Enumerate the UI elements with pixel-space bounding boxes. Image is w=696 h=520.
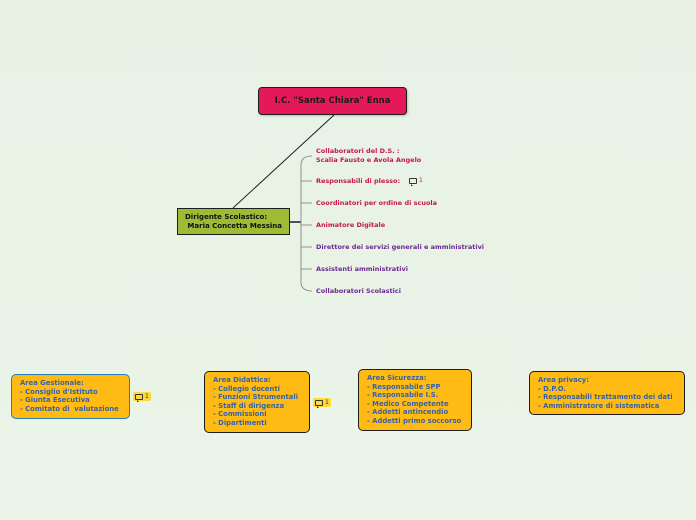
branch-animatore-digitale[interactable]: Animatore Digitale <box>316 221 386 229</box>
branch-dsga[interactable]: Direttore dei servizi generali e amminis… <box>316 243 485 251</box>
root-node[interactable]: I.C. "Santa Chiara" Enna <box>258 87 407 115</box>
responsabili-comment[interactable]: 1 <box>409 177 423 186</box>
area-didattica-comment[interactable]: 1 <box>313 398 331 408</box>
area-sicurezza[interactable]: Area Sicurezza: - Responsabile SPP - Res… <box>358 369 472 431</box>
area-didattica[interactable]: Area Didattica: - Collegio docenti - Fun… <box>204 371 310 433</box>
comment-icon <box>409 177 417 186</box>
dirigente-node[interactable]: Dirigente Scolastico: Maria Concetta Mes… <box>177 208 290 235</box>
branch-collaboratori-ds[interactable]: Collaboratori del D.S. : Scalia Fausto e… <box>316 147 422 164</box>
comment-icon <box>315 399 323 408</box>
branch-assistenti-amministrativi[interactable]: Assistenti amministrativi <box>316 265 408 273</box>
branch-coordinatori[interactable]: Coordinatori per ordine di scuola <box>316 199 438 207</box>
area-gestionale[interactable]: Area Gestionale: - Consiglio d'Istituto … <box>11 374 130 419</box>
area-gestionale-comment[interactable]: 1 <box>133 392 151 402</box>
area-privacy[interactable]: Area privacy: - D.P.O. - Responsabili tr… <box>529 371 685 415</box>
branch-collaboratori-scolastici[interactable]: Collaboratori Scolastici <box>316 287 401 295</box>
branch-responsabili-plesso[interactable]: Responsabili di plesso: <box>316 177 401 185</box>
comment-icon <box>135 393 143 402</box>
